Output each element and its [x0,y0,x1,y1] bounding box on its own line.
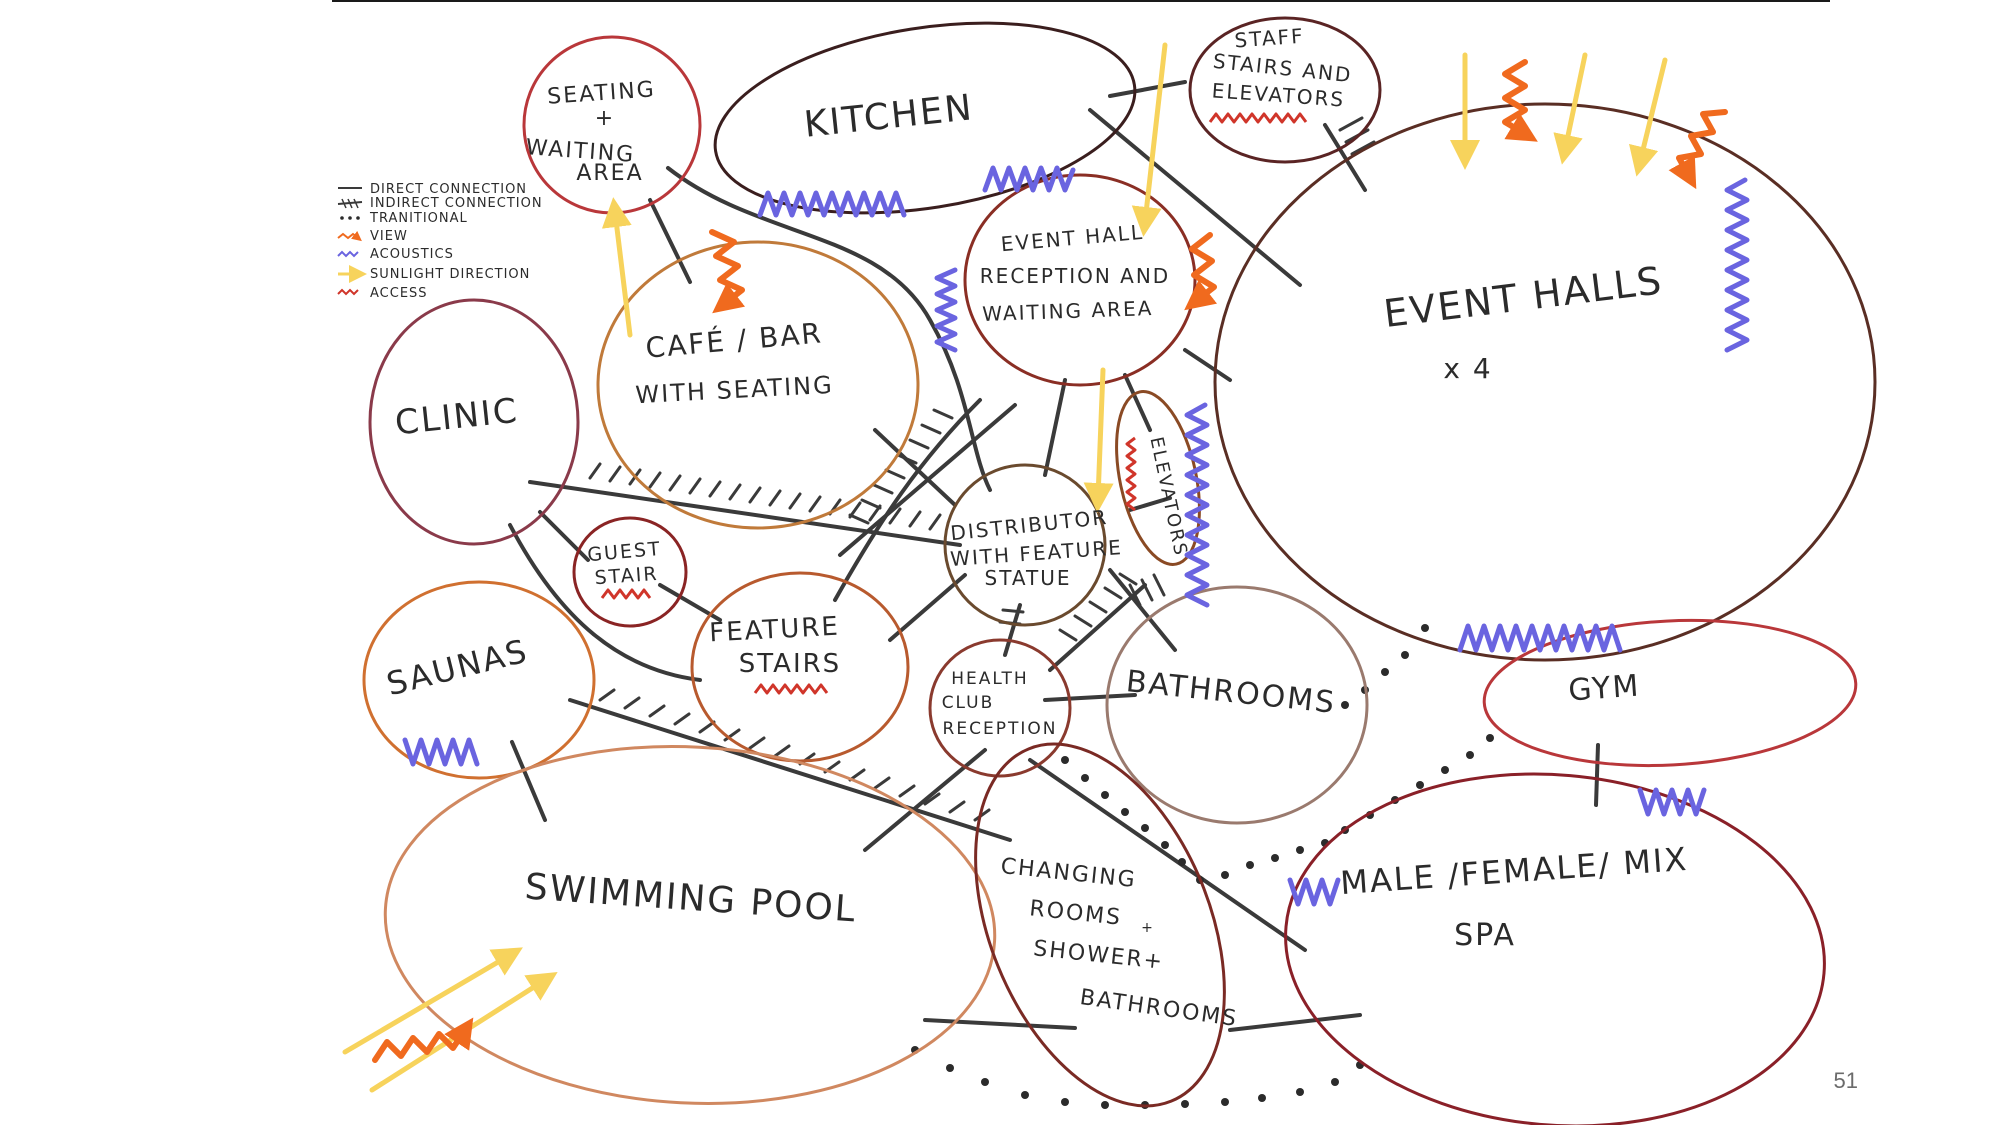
swimming-pool-bubble [383,745,997,1105]
svg-text:HEALTH: HEALTH [951,669,1028,689]
acoustics-marks [402,165,1750,907]
svg-text:+: + [595,106,615,131]
feature-stairs-bubble [690,571,910,763]
clinic-label: CLINIC [393,391,520,444]
kitchen-bubble [713,21,1137,215]
seating-waiting-label: SEATING + WAITING AREA [525,77,657,186]
svg-text:RECEPTION: RECEPTION [943,719,1058,739]
svg-text:EVENT HALLS: EVENT HALLS [1381,258,1665,336]
svg-text:STAFF: STAFF [1234,24,1306,53]
svg-text:WAITING AREA: WAITING AREA [982,296,1154,326]
staff-stairs-bubble [1188,16,1382,164]
svg-text:SPA: SPA [1454,918,1516,953]
svg-text:RECEPTION AND: RECEPTION AND [980,264,1170,288]
elevators-label: ELEVATORS [1145,435,1191,559]
svg-text:CLUB: CLUB [942,693,995,713]
svg-text:WITH SEATING: WITH SEATING [635,371,835,409]
legend-label: SUNLIGHT DIRECTION [370,267,530,282]
cafe-bar-bubble [596,240,920,530]
event-hall-reception-label: EVENT HALL RECEPTION AND WAITING AREA [980,220,1170,326]
health-club-bubble [928,638,1072,778]
health-club-label: HEALTH CLUB RECEPTION [942,669,1058,739]
svg-text:SEATING: SEATING [546,77,656,110]
spa-label: MALE /FEMALE/ MIX SPA [1339,840,1689,953]
distributor-bubble [943,463,1107,627]
legend-label: DIRECT CONNECTION [370,182,527,197]
connections [508,80,1600,1032]
svg-text:MALE /FEMALE/ MIX: MALE /FEMALE/ MIX [1339,840,1689,902]
svg-text:AREA: AREA [576,161,643,186]
svg-text:STAIRS: STAIRS [739,649,841,679]
page-number: 51 [1833,1068,1858,1093]
legend-label: TRANITIONAL [369,211,468,226]
svg-text:+: + [1141,920,1155,936]
swimming-pool-label: SWIMMING POOL [524,866,859,930]
guest-stair-bubble [572,516,688,628]
svg-text:CAFÉ / BAR: CAFÉ / BAR [644,315,824,364]
clinic-bubble [368,298,580,546]
event-halls-label: EVENT HALLS x 4 [1381,258,1665,385]
guest-stair-label: GUEST STAIR [587,538,663,589]
svg-text:SHOWER+: SHOWER+ [1032,936,1165,975]
svg-text:EVENT HALL: EVENT HALL [1000,220,1145,256]
legend: DIRECT CONNECTION INDIRECT CONNECTION TR… [337,182,543,301]
kitchen-label: KITCHEN [802,87,975,146]
svg-text:STAIR: STAIR [594,563,659,589]
spa-bubble [1284,772,1826,1125]
feature-stairs-label: FEATURE STAIRS [709,612,841,679]
svg-text:ROOMS: ROOMS [1028,896,1123,931]
bathrooms-bubble [1105,585,1369,825]
gym-bubble [1482,618,1858,768]
svg-text:x 4: x 4 [1443,352,1492,385]
svg-text:FEATURE: FEATURE [709,612,841,649]
sunlight-arrows [342,42,1668,1093]
event-halls-bubble [1213,102,1877,662]
legend-label: ACOUSTICS [370,247,454,262]
svg-text:BATHROOMS: BATHROOMS [1078,985,1239,1032]
access-marks [600,112,1308,695]
legend-label: INDIRECT CONNECTION [370,196,543,211]
svg-text:STATUE: STATUE [985,566,1072,590]
legend-label: ACCESS [370,286,428,301]
svg-text:CHANGING: CHANGING [1000,854,1138,893]
view-marks [372,59,1728,1063]
legend-label: VIEW [370,229,408,244]
staff-stairs-label: STAFF STAIRS AND ELEVATORS [1211,24,1354,112]
svg-text:GUEST: GUEST [587,538,663,566]
gym-label: GYM [1567,669,1641,709]
cafe-bar-label: CAFÉ / BAR WITH SEATING [635,315,835,409]
saunas-label: SAUNAS [383,631,532,703]
bathrooms-label: BATHROOMS [1124,664,1337,721]
saunas-bubble [362,580,596,780]
changing-rooms-bubble [974,742,1226,1108]
